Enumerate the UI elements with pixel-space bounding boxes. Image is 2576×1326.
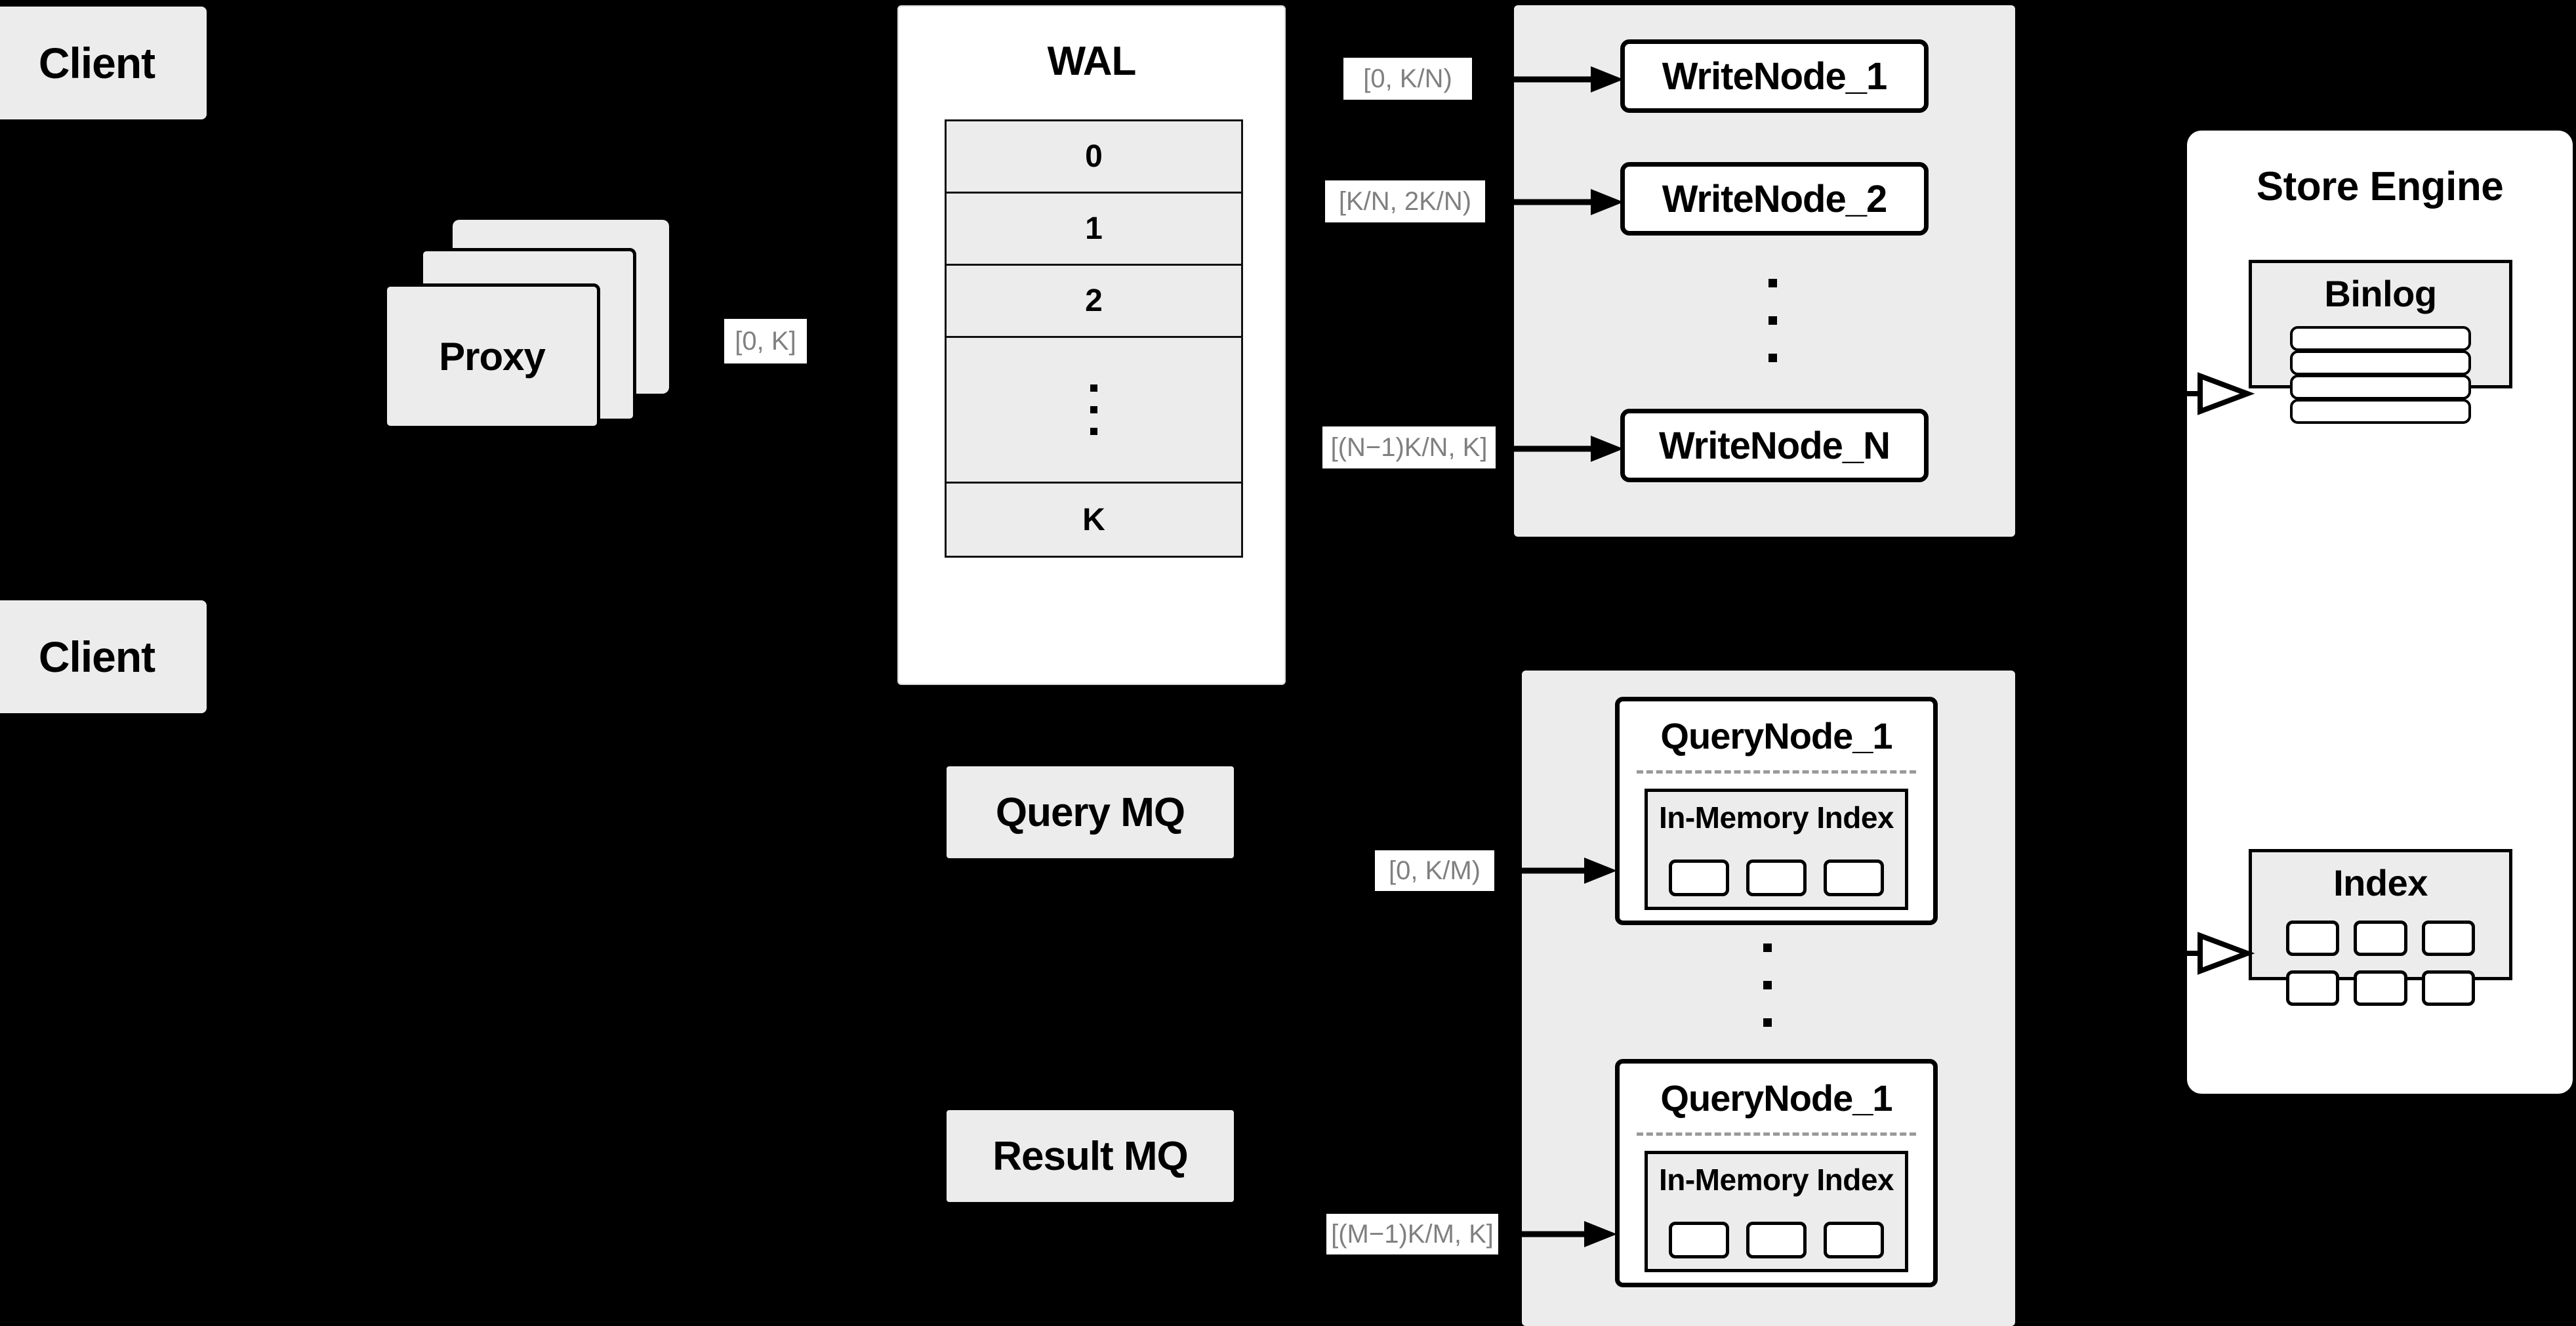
store-engine-title: Store Engine xyxy=(2256,164,2504,209)
arrow-to-query-node-m xyxy=(1509,1221,1617,1247)
index-panel: Index xyxy=(2249,849,2512,1006)
arrow-to-write-node-n xyxy=(1509,436,1624,462)
client-box-2[interactable]: Client xyxy=(0,600,207,713)
proxy-range-tag: [0, K] xyxy=(724,319,807,363)
ellipsis-dot xyxy=(1090,406,1097,413)
ellipsis-dot xyxy=(1768,279,1777,287)
ellipsis-dot xyxy=(1090,428,1097,435)
index-chip xyxy=(1746,1222,1807,1258)
query-node-m-divider xyxy=(1637,1132,1916,1136)
index-chip xyxy=(2286,921,2340,956)
binlog-bar xyxy=(2290,375,2471,400)
query-node-m-range-tag: [(M−1)K/M, K] xyxy=(1326,1214,1498,1254)
write-node-n-range-tag: [(N−1)K/N, K] xyxy=(1322,426,1496,468)
index-chip xyxy=(1669,1222,1729,1258)
wal-row-ellipsis xyxy=(947,338,1241,484)
index-chip xyxy=(1746,860,1807,896)
client-box-1[interactable]: Client xyxy=(0,7,207,119)
index-chip xyxy=(2421,970,2475,1006)
index-chip xyxy=(1669,860,1729,896)
proxy-box[interactable]: Proxy xyxy=(384,283,600,429)
write-node-2[interactable]: WriteNode_2 xyxy=(1620,162,1929,236)
index-title: Index xyxy=(2333,862,2428,903)
in-memory-index-title: In-Memory Index xyxy=(1658,800,1894,835)
query-mq-box[interactable]: Query MQ xyxy=(947,766,1234,858)
query-node-1-divider xyxy=(1637,770,1916,774)
query-node-m-title: QueryNode_1 xyxy=(1660,1077,1892,1119)
result-mq-box[interactable]: Result MQ xyxy=(947,1110,1234,1202)
ellipsis-dot xyxy=(1763,981,1772,989)
arrow-to-write-node-1 xyxy=(1489,66,1624,93)
in-memory-index-title: In-Memory Index xyxy=(1658,1163,1894,1197)
ellipsis-dot xyxy=(1763,943,1772,952)
in-memory-index-panel-2: In-Memory Index xyxy=(1645,1151,1908,1272)
wal-row: 1 xyxy=(947,194,1241,266)
query-node-1[interactable]: QueryNode_1 In-Memory Index xyxy=(1615,697,1938,925)
wal-table: 0 1 2 K xyxy=(945,119,1243,558)
wal-row: K xyxy=(1082,502,1105,537)
query-cluster-ellipsis xyxy=(1763,943,1772,1027)
ellipsis-dot xyxy=(1763,1018,1772,1027)
binlog-bars xyxy=(2290,326,2471,424)
arrow-to-write-node-2 xyxy=(1502,189,1624,215)
write-node-1-range-tag: [0, K/N) xyxy=(1343,58,1472,100)
arrow-to-index xyxy=(2132,932,2255,975)
binlog-panel: Binlog xyxy=(2249,260,2512,424)
wal-title: WAL xyxy=(1047,39,1137,84)
binlog-bar xyxy=(2290,350,2471,375)
index-grid xyxy=(2286,921,2475,1006)
in-memory-index-panel-1: In-Memory Index xyxy=(1645,789,1908,910)
store-engine-box: Store Engine Binlog Index xyxy=(2187,131,2573,1094)
write-node-1[interactable]: WriteNode_1 xyxy=(1620,39,1929,113)
query-node-m[interactable]: QueryNode_1 In-Memory Index xyxy=(1615,1059,1938,1287)
index-chip xyxy=(2354,921,2407,956)
index-chip xyxy=(2421,921,2475,956)
write-node-n[interactable]: WriteNode_N xyxy=(1620,409,1929,482)
write-node-2-range-tag: [K/N, 2K/N) xyxy=(1325,180,1485,222)
ellipsis-dot xyxy=(1768,354,1777,362)
query-node-1-title: QueryNode_1 xyxy=(1660,715,1892,756)
ellipsis-dot xyxy=(1768,316,1777,325)
index-chip xyxy=(1824,1222,1884,1258)
index-chip xyxy=(2286,970,2340,1006)
ellipsis-dot xyxy=(1090,384,1097,392)
write-cluster-ellipsis xyxy=(1768,279,1777,362)
binlog-bar xyxy=(2290,399,2471,424)
binlog-title: Binlog xyxy=(2324,273,2437,314)
arrow-to-query-node-1 xyxy=(1509,858,1617,884)
query-node-1-range-tag: [0, K/M) xyxy=(1375,850,1494,891)
wal-row: 2 xyxy=(947,266,1241,338)
binlog-bar xyxy=(2290,326,2471,351)
wal-box: WAL 0 1 2 K xyxy=(897,5,1286,685)
in-memory-index-chips xyxy=(1648,1222,1905,1258)
index-chip xyxy=(2354,970,2407,1006)
index-chip xyxy=(1824,860,1884,896)
arrow-to-binlog xyxy=(2132,372,2255,415)
in-memory-index-chips xyxy=(1648,860,1905,896)
wal-row: 0 xyxy=(947,121,1241,194)
